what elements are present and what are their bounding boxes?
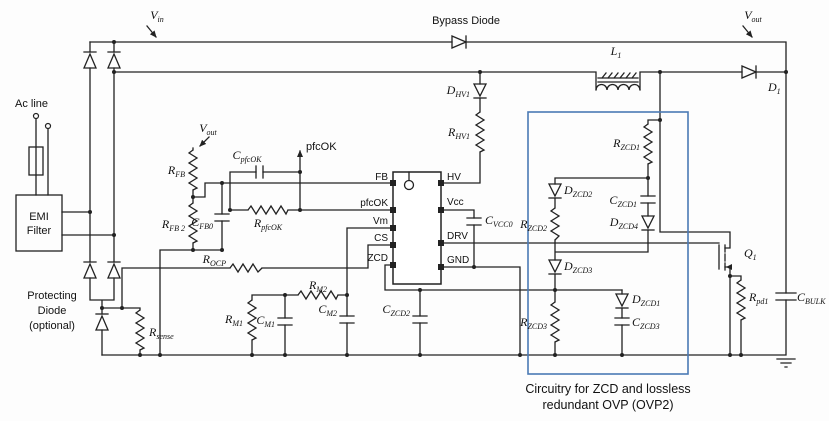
rzcd1-resistor: [642, 123, 654, 165]
rocp-resistor: [229, 262, 263, 274]
rpd1-label: Rpd1: [748, 290, 768, 306]
protecting-diode-label-1: Protecting: [27, 290, 77, 302]
pin-pfcok-label: pfcOK: [360, 198, 388, 209]
cfb0-label: CFB0: [191, 215, 213, 231]
dzcd1-label: DZCD1: [631, 292, 660, 308]
vout-top-label: Vout: [744, 8, 762, 24]
pin-cs-label: CS: [374, 233, 388, 244]
rfb2-label: RFB 2: [161, 217, 185, 233]
rfb-label: RFB: [167, 163, 185, 179]
pin-gnd-label: GND: [447, 255, 469, 266]
cm1-capacitor: [277, 317, 293, 326]
dzcd3-label: DZCD3: [563, 259, 592, 275]
protecting-diode-symbol: [95, 313, 109, 331]
protecting-diode-label-3: (optional): [29, 320, 75, 332]
czcd3-capacitor: [614, 317, 630, 326]
vin-label: Vin: [150, 8, 164, 24]
dzcd3-diode-symbol: [547, 259, 563, 275]
emi-filter-label-2: Filter: [27, 225, 52, 237]
cbulk-label: CBULK: [797, 290, 826, 306]
dhv1-diode-symbol: [472, 83, 488, 99]
rpd1-resistor: [735, 279, 747, 321]
cfb0-capacitor: [214, 213, 230, 222]
junction-dots: [88, 40, 788, 357]
controller-ic: [390, 171, 444, 285]
q1-label: Q1: [744, 246, 757, 262]
pin-drv-label: DRV: [447, 231, 468, 242]
pin-fb-label: FB: [375, 172, 388, 183]
rhv1-label: RHV1: [447, 125, 470, 141]
node-arrows: [146, 25, 753, 147]
pin-vcc-label: Vcc: [447, 197, 464, 208]
vout-mid-label: Vout: [199, 121, 217, 137]
rzcd2-label: RZCD2: [519, 217, 547, 233]
pin-hv-label: HV: [447, 172, 461, 183]
rzcd3-resistor: [549, 301, 561, 343]
protecting-diode-label-2: Diode: [38, 305, 67, 317]
dhv1-label: DHV1: [446, 83, 470, 99]
cvcc0-capacitor: [466, 217, 482, 226]
rzcd2-resistor: [549, 207, 561, 241]
cm2-capacitor: [339, 315, 355, 324]
cpfcok-label: CpfcOK: [233, 148, 263, 164]
rsense-label: Rsense: [148, 325, 174, 341]
pin-vm-label: Vm: [373, 216, 388, 227]
vin-arrow: [146, 25, 157, 38]
rzcd3-label: RZCD3: [519, 315, 547, 331]
dzcd4-diode-symbol: [640, 215, 656, 231]
dzcd4-label: DZCD4: [609, 215, 638, 231]
rsense-resistor: [134, 309, 146, 351]
czcd1-label: CZCD1: [609, 193, 637, 209]
rpfcok-label: RpfcOK: [253, 216, 283, 232]
rhv1-resistor: [474, 111, 486, 153]
dzcd1-diode-symbol: [614, 293, 630, 309]
cm2-label: CM2: [318, 302, 337, 318]
emi-filter-label-1: EMI: [29, 211, 49, 223]
rm2-resistor: [297, 289, 339, 301]
ac-line-label: Ac line: [15, 98, 48, 110]
ac-terminals: [32, 112, 52, 130]
cbulk-capacitor: [775, 292, 797, 301]
d1-label: D1: [767, 80, 781, 96]
rocp-label: ROCP: [202, 252, 226, 268]
dzcd2-label: DZCD2: [563, 183, 592, 199]
bypass-diode-label: Bypass Diode: [432, 15, 500, 27]
l1-label: L1: [610, 44, 622, 60]
rm1-label: RM1: [224, 312, 243, 328]
q1-mosfet: [718, 244, 732, 271]
czcd2-label: CZCD2: [382, 302, 410, 318]
vout-mid-arrow: [199, 136, 210, 147]
rpfcok-resistor: [247, 204, 289, 216]
cvcc0-label: CVCC0: [485, 213, 513, 229]
d1-diode-symbol: [741, 65, 758, 79]
zcd-ovp2-highlight-box: [527, 111, 689, 375]
cm1-label: CM1: [256, 313, 275, 329]
czcd1-capacitor: [640, 195, 656, 204]
ground-symbol: [776, 358, 796, 368]
pin-zcd-label: ZCD: [367, 253, 388, 264]
dzcd2-diode-symbol: [547, 183, 563, 199]
fuse-symbol: [28, 146, 44, 176]
rzcd1-label: RZCD1: [612, 136, 640, 152]
vout-top-arrow: [742, 25, 753, 38]
wires: [35, 41, 787, 356]
cpfcok-capacitor: [255, 165, 264, 179]
rfb2-resistor: [187, 202, 199, 244]
caption-line-2: redundant OVP (OVP2): [542, 398, 673, 412]
caption-line-1: Circuitry for ZCD and lossless: [525, 382, 690, 396]
rfb-resistor: [187, 149, 199, 191]
pfcok-testpoint-label: pfcOK: [306, 141, 337, 153]
rm2-label: RM2: [308, 278, 327, 294]
emi-filter-box: [15, 194, 63, 252]
czcd3-label: CZCD3: [632, 315, 660, 331]
l1-inductor: [595, 72, 641, 91]
rm1-resistor: [246, 299, 258, 341]
czcd2-capacitor: [412, 315, 428, 324]
bypass-diode-symbol: [451, 35, 468, 49]
bridge-rectifier: [83, 51, 121, 279]
